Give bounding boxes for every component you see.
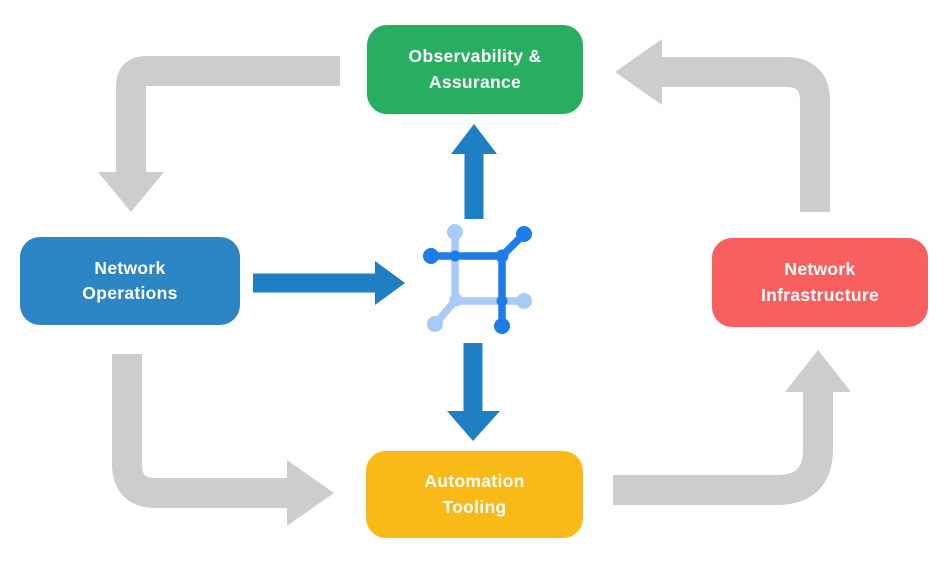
arrowhead-down-icon bbox=[98, 172, 164, 212]
arrowhead-down-icon bbox=[447, 411, 500, 441]
arrow-operations-to-automation bbox=[112, 354, 334, 526]
arrowhead-right-icon bbox=[375, 261, 405, 305]
arrow-hub-to-automation bbox=[447, 343, 500, 441]
arrow-automation-to-infrastructure bbox=[613, 350, 851, 505]
arrowhead-right-icon bbox=[287, 460, 334, 526]
mesh-node bbox=[516, 226, 532, 242]
arrow-shaft bbox=[112, 354, 287, 508]
mesh-node bbox=[427, 316, 443, 332]
mesh-joint bbox=[449, 293, 463, 307]
mesh-node bbox=[423, 248, 439, 264]
arrowhead-up-icon bbox=[785, 350, 851, 392]
node-network-infrastructure: Network Infrastructure bbox=[712, 238, 928, 327]
arrow-shaft bbox=[116, 56, 340, 172]
arrow-hub-to-observability bbox=[451, 124, 497, 219]
network-mesh-icon bbox=[423, 224, 532, 334]
mesh-joint bbox=[496, 295, 508, 307]
arrow-shaft bbox=[613, 392, 833, 505]
mesh-joint bbox=[495, 249, 509, 263]
arrow-shaft bbox=[662, 57, 830, 212]
arrowhead-left-icon bbox=[615, 39, 662, 105]
arrow-infrastructure-to-observability bbox=[615, 39, 830, 212]
mesh-node bbox=[494, 318, 510, 334]
mesh-joint bbox=[449, 250, 461, 262]
arrow-observability-to-operations bbox=[98, 56, 340, 212]
arrowhead-up-icon bbox=[451, 124, 497, 154]
node-observability-assurance: Observability & Assurance bbox=[367, 25, 583, 114]
arrow-operations-to-hub bbox=[253, 261, 405, 305]
node-automation-tooling: Automation Tooling bbox=[366, 451, 583, 538]
mesh-node bbox=[516, 293, 532, 309]
node-network-operations: Network Operations bbox=[20, 237, 240, 325]
mesh-node bbox=[447, 224, 463, 240]
